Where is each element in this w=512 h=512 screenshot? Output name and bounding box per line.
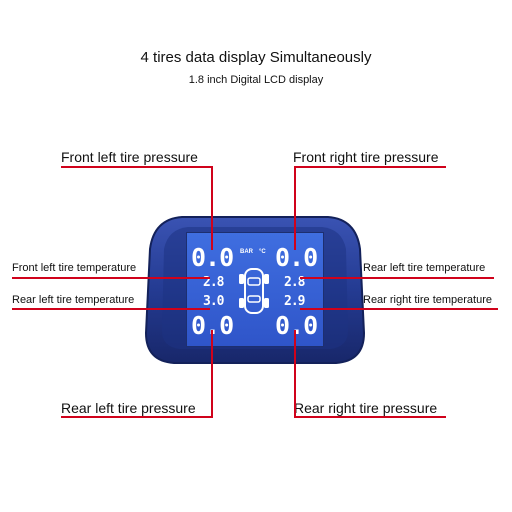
pointer-front-right-pressure-v bbox=[294, 166, 296, 250]
pointer-rear-left-pressure-h bbox=[61, 416, 213, 418]
label-front-left-pressure: Front left tire pressure bbox=[61, 149, 198, 165]
pointer-rear-right-temperature bbox=[300, 308, 498, 310]
pointer-rear-right-pressure-h bbox=[294, 416, 446, 418]
lcd-left-lower-value: 3.0 bbox=[203, 294, 225, 309]
lcd-unit-celsius: °C bbox=[259, 249, 266, 255]
lcd-right-lower-value: 2.9 bbox=[284, 294, 306, 309]
pointer-front-left-temperature bbox=[12, 277, 210, 279]
lcd-front-right-pressure: 0.0 bbox=[275, 243, 318, 272]
car-outline-icon bbox=[239, 268, 269, 314]
label-front-right-pressure: Front right tire pressure bbox=[293, 149, 439, 165]
label-rear-left-temperature-left: Rear left tire temperature bbox=[12, 294, 135, 306]
label-rear-right-temperature: Rear right tire temperature bbox=[363, 294, 492, 306]
page-subtitle: 1.8 inch Digital LCD display bbox=[188, 74, 324, 86]
label-rear-left-pressure: Rear left tire pressure bbox=[61, 400, 196, 416]
pointer-rear-left-pressure-v bbox=[211, 330, 213, 418]
lcd-unit-bar: BAR bbox=[240, 249, 253, 255]
pointer-rear-right-pressure-v bbox=[294, 330, 296, 418]
pointer-front-left-pressure-h bbox=[61, 166, 213, 168]
pointer-rear-left-temperature-right bbox=[300, 277, 494, 279]
pointer-front-right-pressure-h bbox=[294, 166, 446, 168]
pointer-front-left-pressure-v bbox=[211, 166, 213, 250]
pointer-rear-left-temperature-left bbox=[12, 308, 210, 310]
lcd-rear-right-pressure: 0.0 bbox=[275, 311, 318, 340]
label-rear-left-temperature-right: Rear left tire temperature bbox=[363, 262, 486, 274]
page-title: 4 tires data display Simultaneously bbox=[140, 49, 372, 66]
label-rear-right-pressure: Rear right tire pressure bbox=[294, 400, 438, 416]
lcd-screen bbox=[186, 232, 324, 347]
label-front-left-temperature: Front left tire temperature bbox=[12, 262, 137, 274]
